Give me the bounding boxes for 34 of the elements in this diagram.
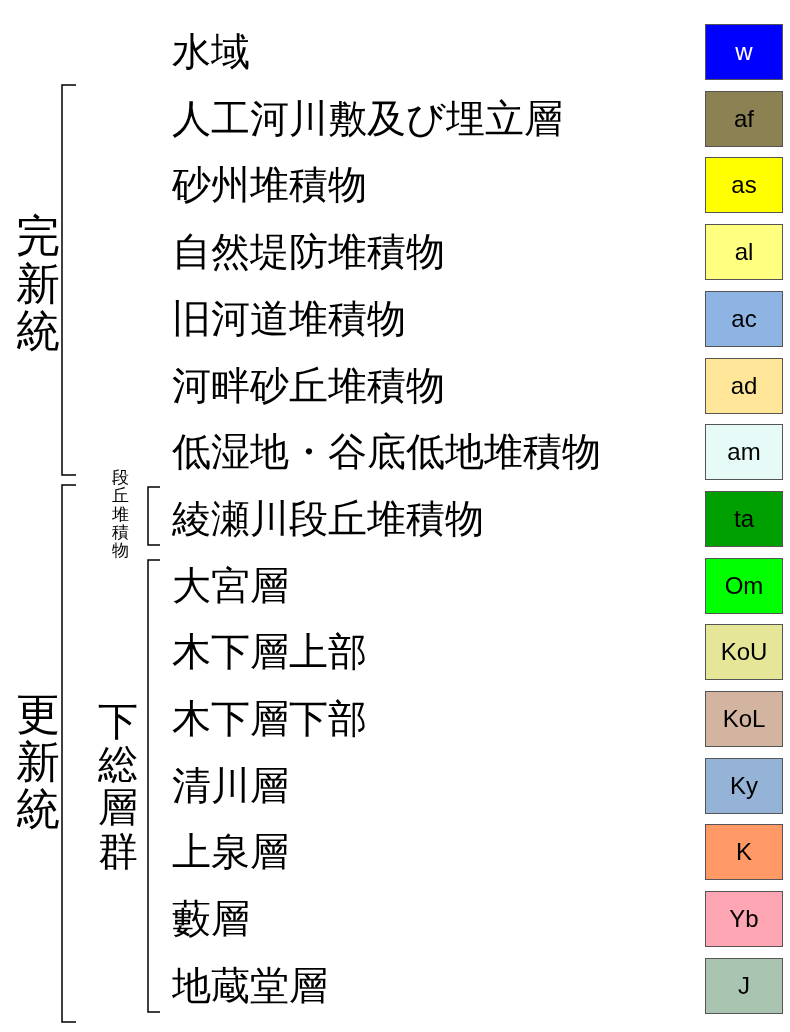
unit-code: KoU — [720, 638, 768, 667]
legend-label: 藪層 — [172, 896, 250, 943]
unit-code: af — [734, 104, 754, 133]
unit-code: Om — [724, 571, 764, 600]
unit-code: w — [735, 38, 753, 66]
legend-label: 地蔵堂層 — [172, 962, 328, 1009]
unit-code: ac — [731, 304, 757, 333]
legend-label: 木下層上部 — [172, 629, 367, 676]
legend-label: 水域 — [172, 29, 250, 75]
legend-label: 河畔砂丘堆積物 — [172, 362, 445, 409]
group-label: 段丘堆積物 — [112, 468, 129, 560]
legend-label: 木下層下部 — [172, 696, 367, 742]
unit-code: al — [734, 238, 754, 267]
unit-code: J — [738, 971, 750, 1000]
unit-code: as — [731, 171, 757, 200]
legend-label: 大宮層 — [172, 562, 289, 609]
unit-code: K — [736, 838, 752, 867]
unit-code: am — [727, 438, 761, 467]
legend-label: 旧河道堆積物 — [172, 295, 406, 342]
legend-label: 低湿地・谷底低地堆積物 — [172, 429, 601, 476]
unit-code: Yb — [729, 905, 759, 934]
legend-label: 人工河川敷及び埋立層 — [172, 95, 563, 142]
unit-code: KoL — [722, 705, 766, 733]
group-label: 更新統 — [16, 690, 60, 833]
unit-code: ta — [734, 504, 754, 533]
unit-code: Ky — [730, 771, 758, 800]
unit-code: ad — [730, 371, 758, 400]
group-label: 完新統 — [16, 212, 60, 355]
legend-label: 綾瀬川段丘堆積物 — [172, 495, 484, 542]
legend-label: 上泉層 — [172, 829, 289, 876]
legend-label: 自然堤防堆積物 — [172, 229, 445, 276]
legend-label: 砂州堆積物 — [172, 162, 367, 209]
group-label: 下総層群 — [98, 700, 138, 873]
legend-label: 清川層 — [172, 762, 289, 809]
